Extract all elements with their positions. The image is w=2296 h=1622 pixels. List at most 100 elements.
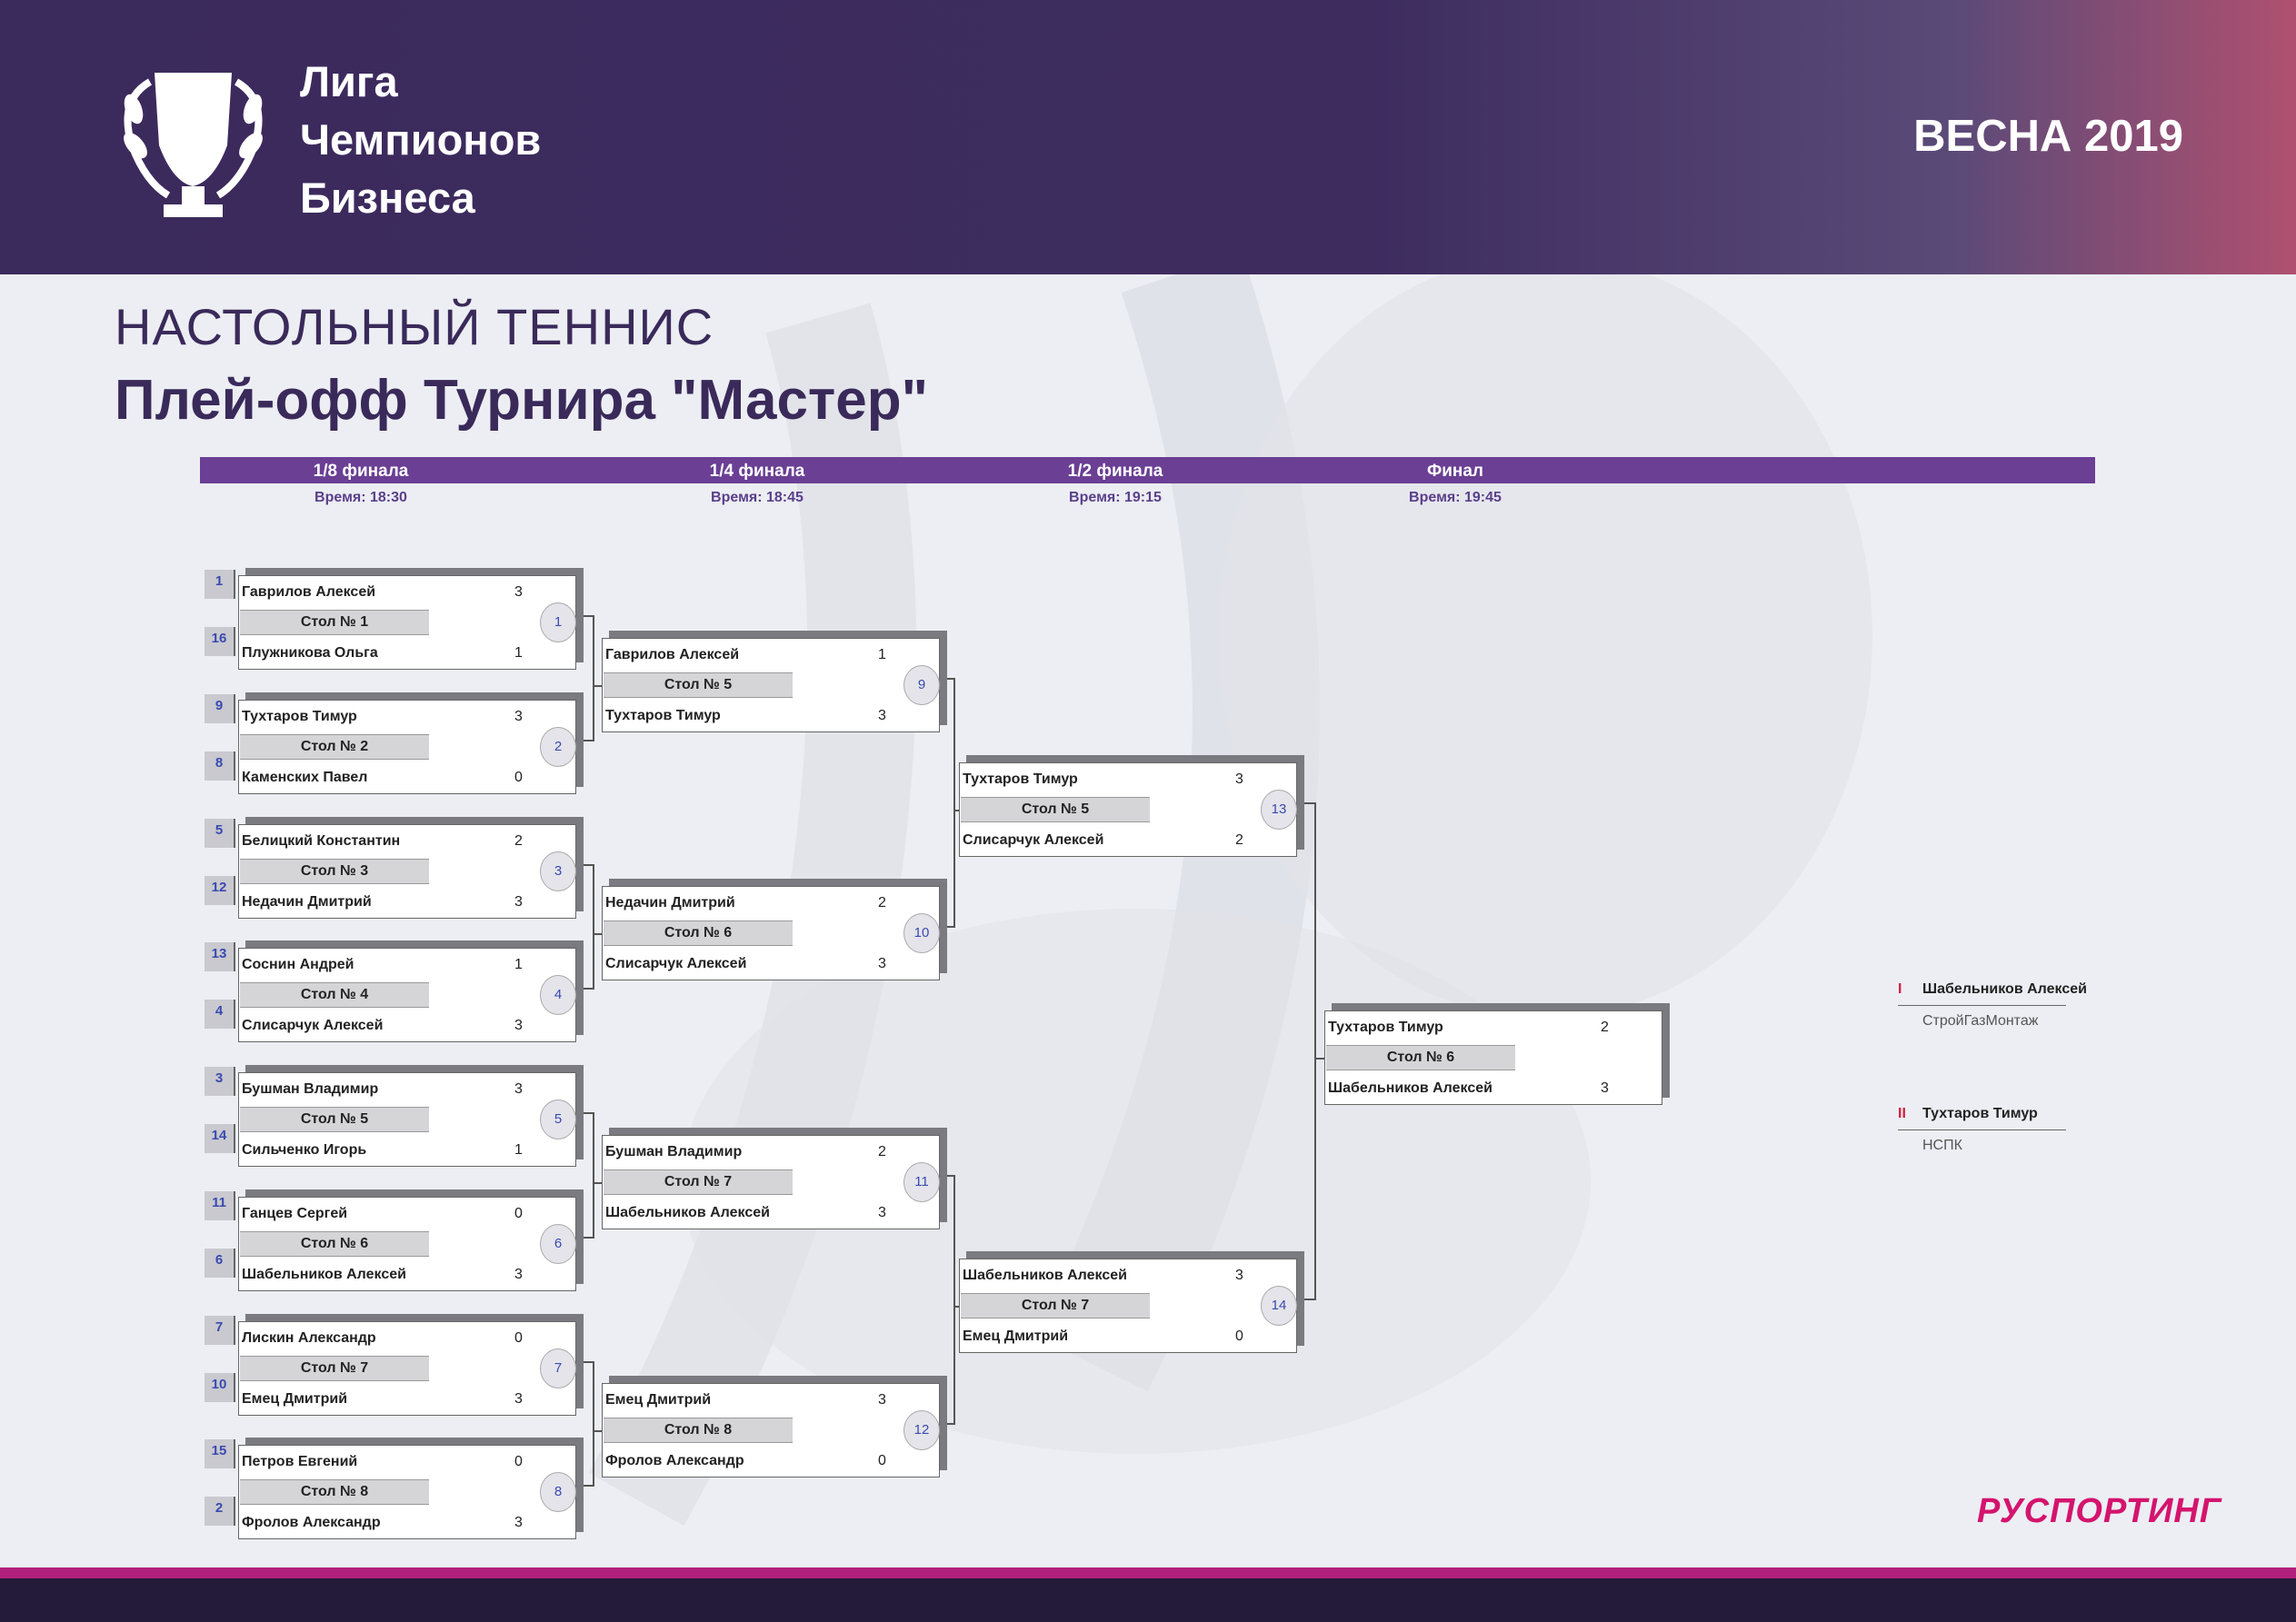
player-2-name: Плужникова Ольга bbox=[242, 645, 378, 661]
logo-line: Лига bbox=[300, 57, 398, 105]
player-2-score: 0 bbox=[878, 1453, 886, 1468]
table-label: Стол № 6 bbox=[240, 1231, 429, 1257]
seed-number: 8 bbox=[205, 751, 235, 781]
match-number: 3 bbox=[540, 851, 576, 891]
player-1-name: Шабельников Алексей bbox=[963, 1268, 1127, 1283]
match-number: 2 bbox=[540, 727, 576, 767]
player-2-score: 2 bbox=[1235, 832, 1243, 848]
player-2-name: Недачин Дмитрий bbox=[242, 894, 372, 910]
seed-number: 6 bbox=[205, 1249, 235, 1278]
player-2-name: Тухтаров Тимур bbox=[605, 708, 721, 723]
match-number: 14 bbox=[1261, 1286, 1297, 1326]
table-label: Стол № 7 bbox=[961, 1293, 1150, 1318]
seed-number: 11 bbox=[205, 1191, 235, 1220]
seed-number: 5 bbox=[205, 819, 235, 848]
player-2-name: Сильченко Игорь bbox=[242, 1142, 367, 1158]
trophy-icon bbox=[124, 73, 263, 217]
table-label: Стол № 8 bbox=[240, 1479, 429, 1505]
table-label: Стол № 4 bbox=[240, 982, 429, 1008]
logo-text: Лига Чемпионов Бизнеса bbox=[300, 53, 541, 227]
player-2-name: Шабельников Алексей bbox=[605, 1205, 770, 1220]
player-1-name: Бушман Владимир bbox=[605, 1144, 743, 1159]
match-number: 11 bbox=[903, 1162, 940, 1202]
seed-number: 15 bbox=[205, 1439, 235, 1468]
round-time: Время: 19:45 bbox=[1409, 490, 1502, 505]
player-1-score: 1 bbox=[878, 647, 886, 662]
player-1-score: 3 bbox=[514, 1081, 523, 1097]
bracket-connector bbox=[953, 678, 955, 928]
bracket-connector bbox=[1304, 802, 1314, 804]
bracket-connector bbox=[593, 1430, 602, 1432]
place-number: I bbox=[1898, 981, 1902, 997]
table-label: Стол № 3 bbox=[240, 859, 429, 884]
seed-number: 3 bbox=[205, 1067, 235, 1096]
bracket-connector bbox=[1314, 802, 1316, 1300]
player-1-score: 2 bbox=[878, 895, 886, 911]
player-2-name: Слисарчук Алексей bbox=[963, 832, 1104, 848]
bracket-connector bbox=[593, 1182, 602, 1184]
player-1-score: 3 bbox=[1235, 1268, 1243, 1283]
table-label: Стол № 2 bbox=[240, 734, 429, 760]
player-1-name: Лискин Александр bbox=[242, 1330, 376, 1346]
bracket-connector bbox=[584, 1361, 593, 1363]
match-number: 10 bbox=[903, 913, 940, 953]
bracket-connector bbox=[584, 1112, 593, 1114]
player-1-score: 3 bbox=[878, 1392, 886, 1408]
seed-number: 16 bbox=[205, 627, 235, 656]
bracket-connector bbox=[584, 740, 593, 741]
footer bbox=[0, 1578, 2296, 1622]
seed-number: 7 bbox=[205, 1316, 235, 1345]
bracket-connector bbox=[953, 1306, 959, 1308]
seed-number: 12 bbox=[205, 876, 235, 905]
player-2-score: 3 bbox=[878, 708, 886, 723]
player-2-name: Шабельников Алексей bbox=[242, 1267, 406, 1282]
round-header-bar bbox=[200, 457, 2095, 483]
seed-number: 4 bbox=[205, 1000, 235, 1029]
header-banner: Лига Чемпионов Бизнеса ВЕСНА 2019 bbox=[0, 0, 2296, 274]
player-1-name: Ганцев Сергей bbox=[242, 1206, 348, 1221]
player-2-score: 3 bbox=[514, 1391, 523, 1407]
bracket-connector bbox=[593, 933, 602, 935]
round-label: Финал bbox=[1426, 462, 1483, 481]
bracket-connector bbox=[1304, 1299, 1314, 1300]
divider bbox=[1898, 1005, 2066, 1006]
match-number: 6 bbox=[540, 1224, 576, 1264]
season-label: ВЕСНА 2019 bbox=[1913, 112, 2183, 161]
player-2-score: 0 bbox=[514, 770, 523, 785]
player-1-name: Недачин Дмитрий bbox=[605, 895, 735, 911]
player-1-score: 3 bbox=[514, 584, 523, 600]
player-2-name: Емец Дмитрий bbox=[242, 1391, 348, 1407]
player-1-score: 2 bbox=[878, 1144, 886, 1159]
player-1-score: 2 bbox=[514, 833, 523, 849]
page-title: Плей-офф Турнира "Мастер" bbox=[115, 369, 929, 432]
brand-logo: РУСПОРТИНГ bbox=[1977, 1492, 2222, 1530]
player-1-score: 0 bbox=[514, 1206, 523, 1221]
table-label: Стол № 7 bbox=[604, 1169, 793, 1195]
player-2-score: 3 bbox=[514, 1267, 523, 1282]
player-2-score: 3 bbox=[878, 956, 886, 971]
player-1-name: Гаврилов Алексей bbox=[242, 584, 376, 600]
sport-title: НАСТОЛЬНЫЙ ТЕННИС bbox=[115, 298, 714, 355]
player-1-name: Емец Дмитрий bbox=[605, 1392, 712, 1408]
table-label: Стол № 6 bbox=[1326, 1045, 1515, 1070]
table-label: Стол № 5 bbox=[240, 1107, 429, 1132]
player-2-score: 3 bbox=[878, 1205, 886, 1220]
round-label: 1/2 финала bbox=[1067, 462, 1163, 481]
player-2-name: Емец Дмитрий bbox=[963, 1328, 1069, 1344]
bracket-connector bbox=[593, 1361, 594, 1487]
seed-number: 2 bbox=[205, 1497, 235, 1526]
match-number: 12 bbox=[903, 1410, 940, 1450]
player-2-score: 3 bbox=[1601, 1080, 1609, 1096]
bracket-connector bbox=[593, 615, 594, 741]
logo-line: Бизнеса bbox=[300, 174, 475, 222]
